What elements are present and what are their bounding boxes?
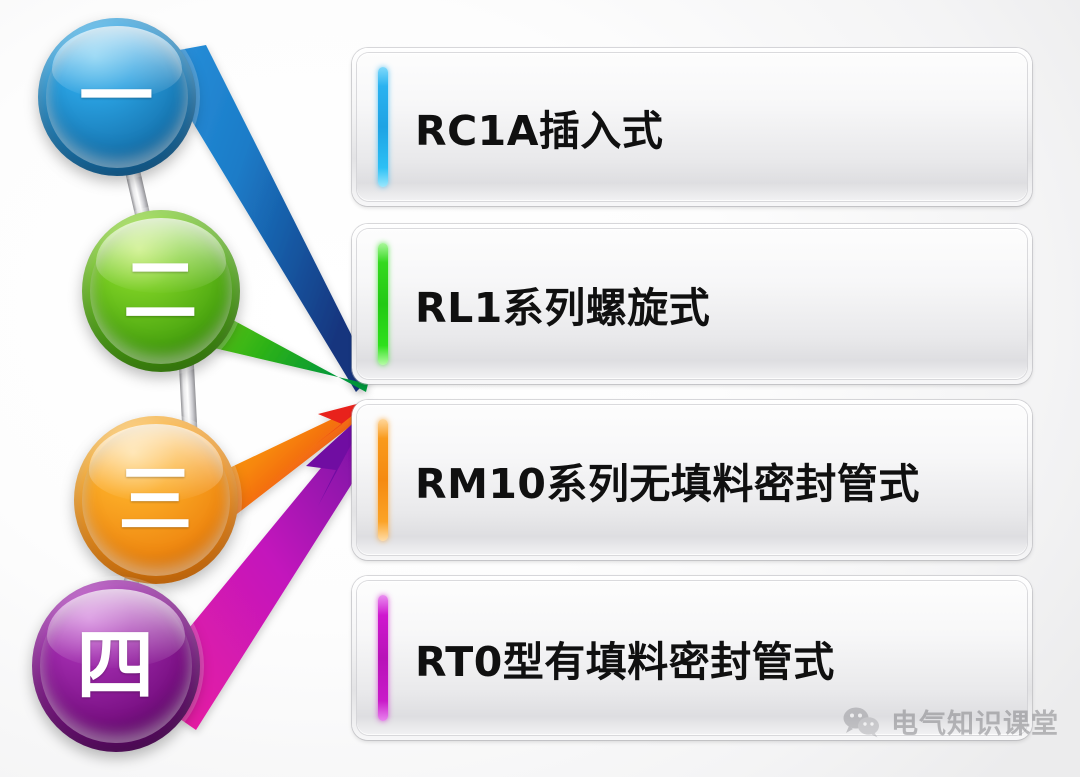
accent-bar-1 bbox=[378, 67, 388, 187]
panel-item-2[interactable]: RL1系列螺旋式 bbox=[352, 224, 1032, 384]
panel-item-4[interactable]: RT0型有填料密封管式 bbox=[352, 576, 1032, 740]
panel-item-3-inner: RM10系列无填料密封管式 bbox=[357, 405, 1027, 555]
bubble-one-numeral: 一 bbox=[79, 54, 155, 140]
bubble-three[interactable]: 三 bbox=[74, 416, 238, 584]
bubble-four-numeral: 四 bbox=[76, 621, 156, 711]
panel-item-1-label: RC1A插入式 bbox=[415, 107, 664, 155]
panel-item-2-inner: RL1系列螺旋式 bbox=[357, 229, 1027, 379]
bubble-one[interactable]: 一 bbox=[38, 18, 196, 176]
panel-item-1-inner: RC1A插入式 bbox=[357, 53, 1027, 201]
ribbon-two bbox=[196, 300, 368, 392]
bubble-three-numeral: 三 bbox=[118, 457, 194, 543]
bubble-two[interactable]: 二 bbox=[82, 210, 240, 372]
accent-bar-3 bbox=[378, 419, 388, 541]
bubble-two-numeral: 二 bbox=[123, 248, 199, 334]
bubble-four[interactable]: 四 bbox=[32, 580, 200, 752]
panel-item-1[interactable]: RC1A插入式 bbox=[352, 48, 1032, 206]
panel-item-4-label: RT0型有填料密封管式 bbox=[415, 638, 835, 686]
panel-item-2-label: RL1系列螺旋式 bbox=[415, 284, 711, 332]
accent-bar-2 bbox=[378, 243, 388, 365]
accent-bar-4 bbox=[378, 595, 388, 721]
panel-item-4-inner: RT0型有填料密封管式 bbox=[357, 581, 1027, 735]
panel-item-3[interactable]: RM10系列无填料密封管式 bbox=[352, 400, 1032, 560]
panel-item-3-label: RM10系列无填料密封管式 bbox=[415, 460, 920, 508]
